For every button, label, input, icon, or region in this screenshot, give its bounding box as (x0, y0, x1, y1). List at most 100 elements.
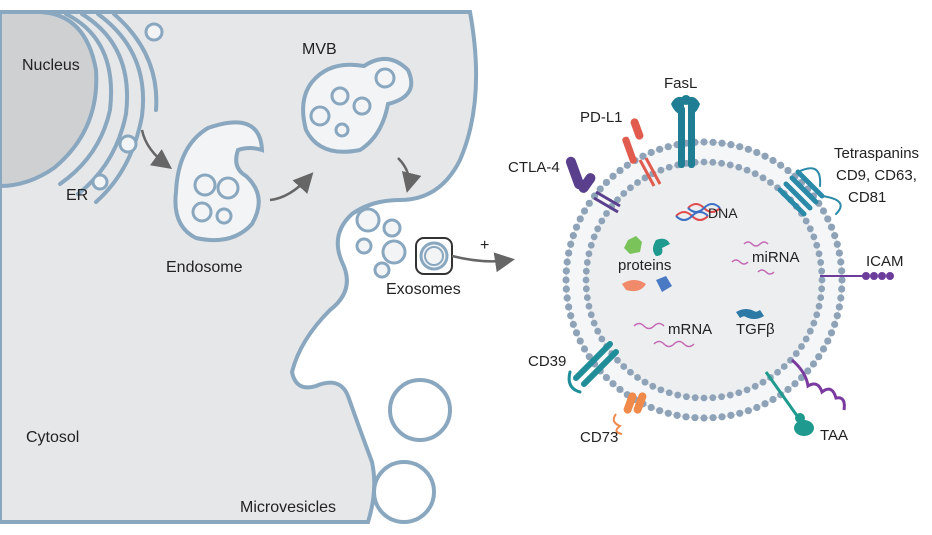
mrna-cargo-icon (633, 322, 695, 348)
arrow-er-to-endosome (140, 129, 173, 169)
lipid-head (565, 303, 573, 311)
lipid-head (700, 394, 708, 402)
microvesicles (372, 378, 452, 524)
lipid-head (609, 172, 617, 180)
outer-lipid-leaflet (562, 138, 846, 422)
arrow-endosome-to-mvb (269, 172, 314, 202)
lipid-head (569, 320, 577, 328)
lipid-head (665, 389, 673, 397)
lipid-head (837, 258, 845, 266)
pdl1-label: PD-L1 (580, 109, 623, 126)
lipid-head (718, 139, 726, 147)
cd39-protein (567, 341, 619, 394)
lipid-head (634, 374, 641, 381)
lipid-head (582, 267, 590, 275)
lipid-head (656, 145, 664, 153)
lipid-head (709, 414, 717, 422)
lipid-head (598, 217, 606, 225)
taa-label: TAA (820, 427, 848, 444)
lipid-head (641, 378, 649, 386)
lipid-head (813, 311, 821, 319)
lipid-head (709, 394, 717, 402)
lipid-head (614, 356, 621, 364)
lipid-head (791, 380, 799, 388)
dna-label: DNA (708, 205, 738, 221)
lipid-head (582, 276, 590, 284)
proteins-label: proteins (618, 257, 671, 274)
lipid-head (562, 285, 570, 293)
cytosol-label: Cytosol (26, 429, 79, 446)
lipid-head (596, 185, 604, 193)
lipid-head (656, 407, 664, 415)
lipid-head (815, 302, 823, 310)
lipid-head (726, 391, 734, 399)
lipid-head (673, 411, 681, 419)
lipid-head (590, 319, 598, 327)
tetraspanins-label-line1: Tetraspanins (834, 145, 919, 162)
lipid-head (583, 259, 591, 266)
lipid-head (583, 294, 591, 301)
lipid-head (598, 335, 606, 343)
lipid-head (718, 413, 726, 421)
lipid-head (802, 217, 810, 225)
lipid-head (580, 207, 589, 215)
lipid-head (819, 345, 828, 353)
lipid-head (563, 294, 571, 302)
lipid-head (683, 393, 690, 401)
tetraspanins-label-line2: CD9, CD63, (836, 167, 917, 184)
lipid-head (709, 158, 717, 166)
arrow-exosome-out (451, 252, 515, 273)
icam-label: ICAM (866, 253, 904, 270)
microvesicles-label: Microvesicles (240, 499, 336, 516)
lipid-head (780, 363, 788, 370)
bilayer-core (567, 143, 841, 417)
lipid-head (735, 389, 743, 397)
taa-chain (791, 358, 846, 411)
mirna-label: miRNA (752, 249, 800, 266)
lipid-head (664, 143, 672, 151)
lipid-head (727, 411, 735, 419)
lipid-head (818, 267, 826, 275)
lipid-head (616, 385, 624, 394)
lipid-head (751, 382, 759, 390)
dna-cargo-icon (675, 203, 721, 221)
lipid-head (603, 210, 610, 217)
lipid-head (736, 409, 744, 417)
exosome-detail (562, 138, 846, 422)
lipid-head (587, 241, 595, 249)
lipid-head (736, 143, 744, 151)
lipid-head (784, 385, 792, 394)
lipid-head (682, 413, 690, 421)
mirna-cargo-icon (731, 241, 775, 275)
lipid-head (576, 215, 584, 223)
lipid-head (759, 174, 767, 182)
lipid-head (831, 320, 839, 328)
lipid-head (585, 353, 593, 361)
lipid-head (761, 152, 769, 160)
lipid-head (835, 303, 843, 311)
ctla4-label: CTLA-4 (508, 159, 560, 176)
lipid-head (634, 179, 641, 186)
lipid-head (815, 353, 823, 361)
lipid-head (620, 190, 628, 197)
lipid-head (587, 311, 595, 319)
er-label: ER (66, 187, 88, 204)
lipid-head (827, 223, 836, 231)
lipid-head (585, 199, 593, 207)
lipid-head (709, 138, 717, 146)
lipid-head (647, 148, 655, 157)
lipid-head (572, 329, 581, 337)
lipid-head (700, 414, 708, 422)
lipid-head (753, 148, 761, 157)
lipid-head (718, 393, 725, 401)
fusing-mvb (355, 207, 407, 279)
fasl-protein (671, 95, 700, 168)
exosomes-label: Exosomes (386, 281, 461, 298)
lipid-head (623, 161, 631, 169)
proteins-cargo-icon (622, 236, 672, 292)
lipid-head (594, 327, 602, 335)
cd73-protein (612, 392, 647, 435)
lipid-head (824, 337, 832, 345)
lipid-head (609, 380, 617, 388)
lipid-head (726, 161, 734, 169)
